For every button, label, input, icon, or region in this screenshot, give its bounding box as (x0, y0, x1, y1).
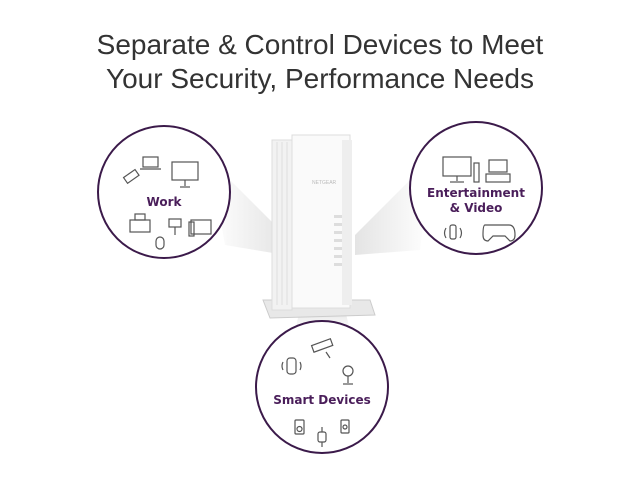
smart-bulb-icon (342, 365, 354, 385)
baby-monitor-icon (281, 357, 302, 375)
entertainment-label-line-1: Entertainment (427, 186, 525, 200)
desktop-icon (442, 156, 480, 183)
entertainment-label-line-2: & Video (449, 201, 503, 215)
entertainment-circle (409, 121, 543, 255)
monitor-icon (171, 161, 199, 188)
smart-devices-label: Smart Devices (273, 393, 371, 407)
webcam-icon (168, 218, 182, 235)
laptop-icon (140, 156, 161, 170)
security-camera-icon (310, 337, 334, 359)
headline-line-2: Your Security, Performance Needs (106, 63, 534, 94)
mouse-icon (155, 236, 165, 250)
work-label: Work (146, 195, 182, 209)
game-controller-icon (482, 224, 516, 242)
doorbell-icon (340, 419, 350, 434)
headline-line-1: Separate & Control Devices to Meet (96, 29, 544, 60)
printer-icon (129, 213, 151, 233)
router: NETGEAR (262, 134, 376, 319)
desk-phone-icon (188, 219, 212, 237)
svg-text:NETGEAR: NETGEAR (312, 180, 337, 186)
smartwatch-icon (317, 427, 327, 447)
work-circle (97, 125, 231, 259)
tv-stand-icon (485, 159, 511, 183)
speaker-icon (294, 419, 305, 435)
entertainment-label: Entertainment & Video (426, 186, 526, 216)
usb-wifi-icon (122, 168, 140, 185)
headline: Separate & Control Devices to Meet Your … (0, 28, 640, 96)
smart-speaker-icon (443, 224, 463, 240)
smart-devices-circle (255, 320, 389, 454)
